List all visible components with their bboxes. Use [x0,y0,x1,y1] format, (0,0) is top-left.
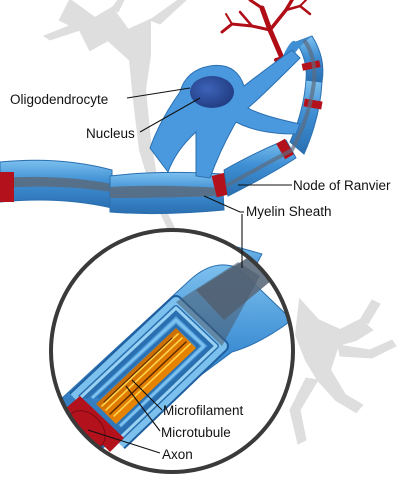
background-neuron-bottom-right [289,297,397,445]
label-microfilament: Microfilament [163,403,244,418]
label-oligodendrocyte: Oligodendrocyte [10,92,108,107]
upper-axon [0,35,324,215]
magnified-view [49,228,295,474]
lens-ring [49,228,295,474]
oligodendrocyte-cell [149,49,301,179]
label-node-of-ranvier: Node of Ranvier [293,178,391,193]
axon-filaments [101,333,191,417]
label-myelin-sheath: Myelin Sheath [246,204,332,219]
label-nucleus: Nucleus [86,126,135,141]
red-dendrite [220,0,312,62]
label-axon: Axon [162,447,193,462]
axon-core [96,328,196,424]
node-of-ranvier-left [0,172,14,202]
leader-lines [87,87,292,454]
nucleus [190,76,234,108]
label-microtubule: Microtubule [161,425,231,440]
